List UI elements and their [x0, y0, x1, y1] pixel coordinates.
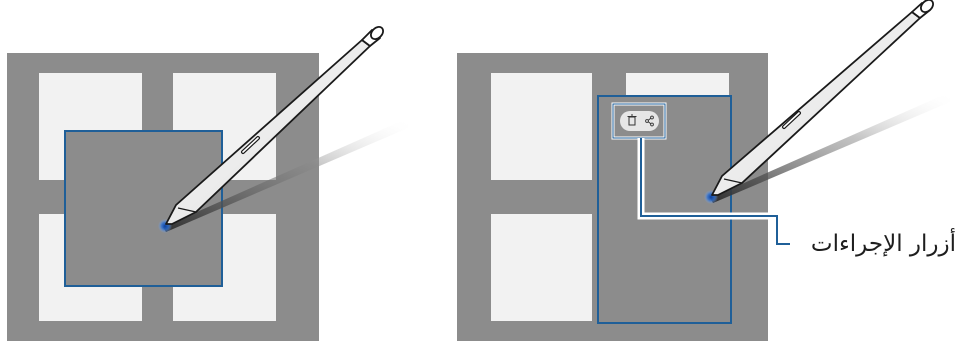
right-panel [457, 0, 950, 341]
right-tile-bottom-left [491, 214, 592, 321]
action-buttons-label: أزرار الإجراءات [776, 224, 956, 264]
right-tile-top-left [491, 73, 592, 180]
action-buttons-pill[interactable] [620, 111, 659, 131]
left-panel [7, 25, 408, 341]
